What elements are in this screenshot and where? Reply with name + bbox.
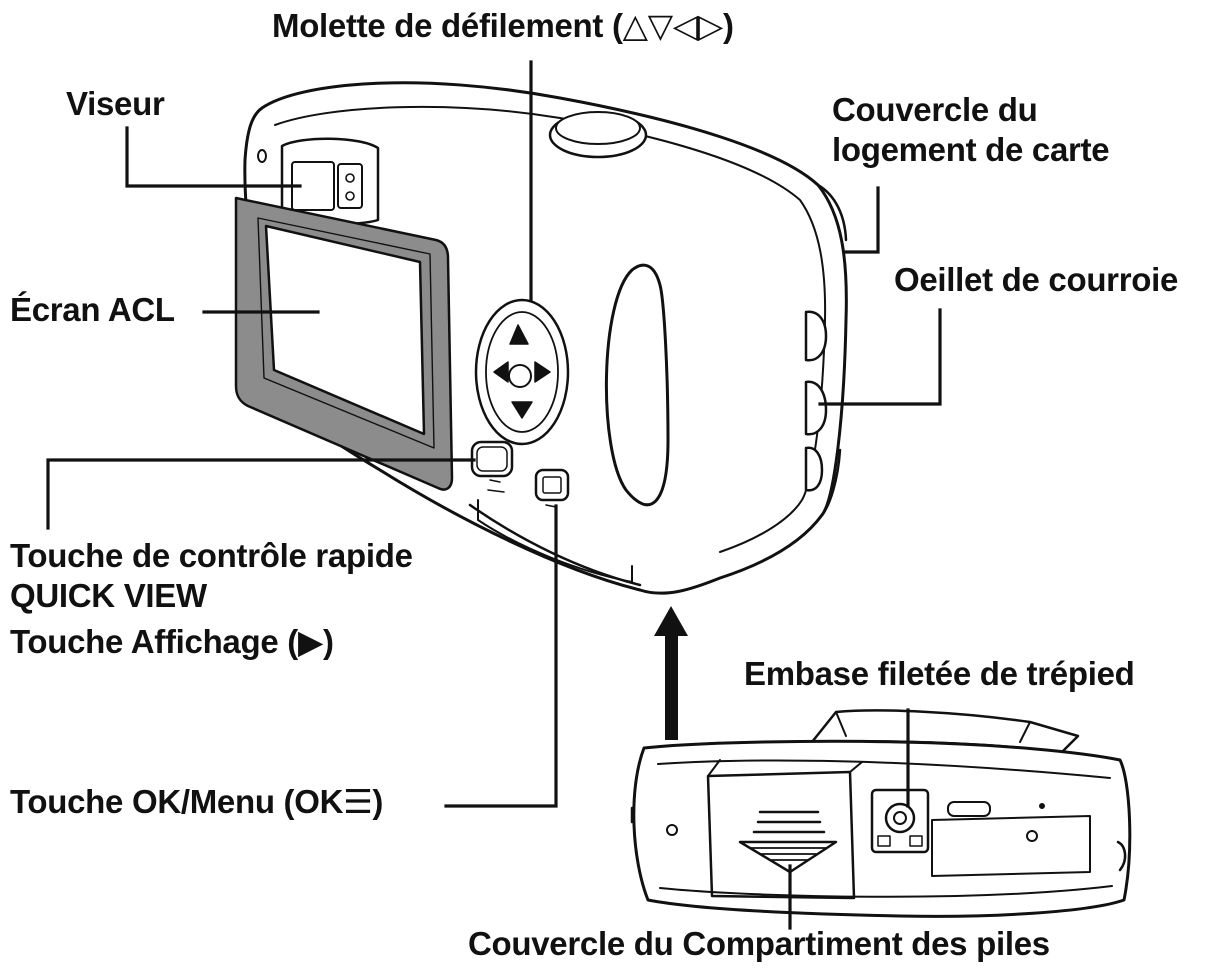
scroll-down-button: [511, 401, 533, 419]
leader-lines: [46, 60, 942, 930]
scroll-right-button: [534, 361, 551, 383]
label-scroll-wheel: Molette de défilement (△▽◁▷): [272, 7, 734, 44]
lcd-screen: [264, 224, 426, 436]
battery-cover-latch: [738, 810, 838, 874]
leader-quick-view: [46, 458, 476, 530]
camera-bottom-view: [630, 709, 1132, 918]
leader-viewfinder: [125, 126, 302, 188]
label-viewfinder: Viseur: [66, 85, 165, 122]
camera-side-edge: [816, 183, 848, 517]
camera-microphone-hole: [257, 149, 267, 163]
label-lcd: Écran ACL: [10, 291, 175, 328]
battery-cover-panel: [706, 770, 856, 900]
label-strap-eyelet: Oeillet de courroie: [894, 261, 1179, 298]
scroll-up-button: [509, 324, 529, 345]
card-cover-bumps: [804, 310, 828, 492]
camera-back-view: [234, 81, 848, 595]
label-quick-view-line1: Touche de contrôle rapide: [10, 537, 413, 574]
tripod-socket: [870, 788, 930, 854]
camera-back-panel: [274, 105, 827, 553]
scroll-wheel-pad: [474, 298, 570, 446]
camera-grip: [604, 263, 670, 507]
shutter-button-top: [555, 111, 641, 145]
scroll-left-button: [493, 361, 509, 383]
bottom-body-outline: [632, 739, 1132, 918]
bottom-slot: [947, 801, 991, 817]
leader-card-cover: [844, 186, 880, 254]
label-battery-cover: Couvercle du Compartiment des piles: [468, 925, 1050, 962]
label-card-cover-line1: Couvercle du: [832, 91, 1038, 128]
label-tripod-socket: Embase filetée de trépied: [744, 655, 1135, 692]
leader-strap-eyelet: [818, 308, 942, 406]
camera-base-slot: [477, 499, 633, 583]
label-ok-menu: Touche OK/Menu (OK☰): [10, 783, 384, 820]
lcd-screen-inner: [257, 217, 435, 449]
leader-ok-menu: [444, 504, 558, 808]
ok-menu-button-shape: [534, 468, 570, 508]
label-quick-view-line2: QUICK VIEW: [10, 577, 207, 614]
view-direction-arrow: [654, 606, 688, 740]
label-card-cover-line2: logement de carte: [832, 131, 1110, 168]
label-display-button: Touche Affichage (▶): [10, 623, 334, 660]
